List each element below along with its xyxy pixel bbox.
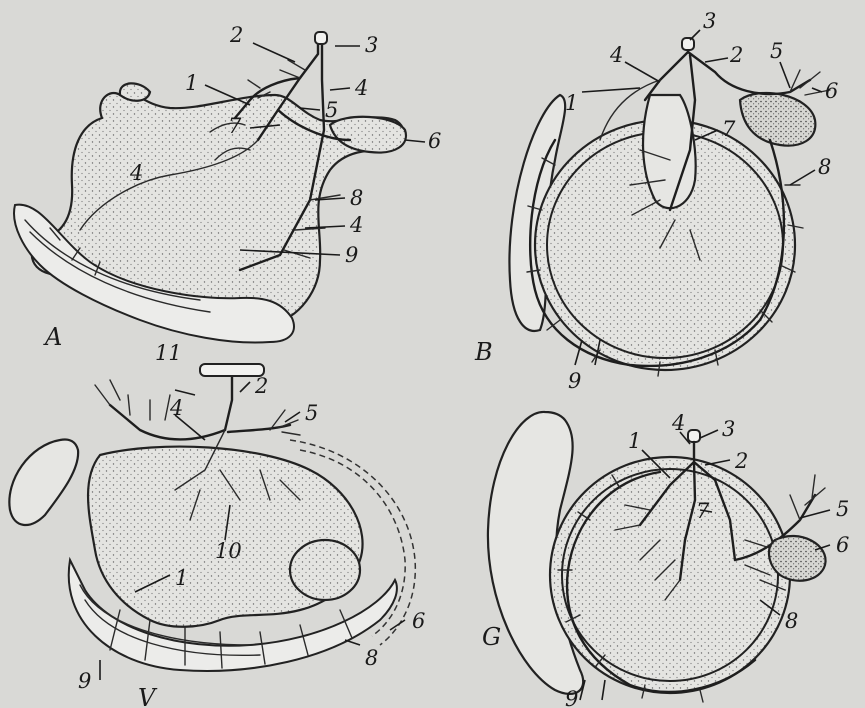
panel-v-label: V bbox=[138, 684, 158, 708]
panel-a-callout-4b: 4 bbox=[349, 213, 363, 237]
panel-b: 1 4 3 2 5 6 7 8 9 B bbox=[474, 9, 838, 393]
panel-g-callout-1: 1 bbox=[628, 429, 641, 453]
panel-a-callout-6: 6 bbox=[428, 129, 441, 153]
panel-g-callout-8: 8 bbox=[785, 609, 798, 633]
panel-v-callout-11: 11 bbox=[155, 341, 182, 365]
panel-a-callout-3: 3 bbox=[365, 33, 378, 57]
panel-v-callout-5: 5 bbox=[305, 401, 318, 425]
panel-b-callout-5: 5 bbox=[770, 39, 783, 63]
panel-a-label: A bbox=[43, 323, 62, 351]
panel-g-callout-6: 6 bbox=[836, 533, 849, 557]
panel-g-callout-5: 5 bbox=[836, 497, 849, 521]
panel-b-callout-9: 9 bbox=[568, 369, 581, 393]
panel-g-callout-3: 3 bbox=[722, 417, 735, 441]
panel-a-callout-4a: 4 bbox=[354, 76, 368, 100]
panel-v-callout-9: 9 bbox=[78, 669, 91, 693]
panel-a-callout-5: 5 bbox=[325, 98, 338, 122]
panel-b-callout-6: 6 bbox=[825, 79, 838, 103]
panel-v-callout-6: 6 bbox=[412, 609, 425, 633]
panel-b-callout-1: 1 bbox=[565, 91, 578, 115]
panel-a: 2 3 1 4 5 6 7 8 4 9 4 A bbox=[14, 23, 441, 351]
panel-g: 1 4 3 2 7 5 6 8 9 G bbox=[482, 411, 849, 708]
panel-a-callout-8: 8 bbox=[350, 186, 363, 210]
panel-a-callout-4c: 4 bbox=[129, 161, 143, 185]
panel-b-label: B bbox=[474, 338, 493, 366]
panel-a-callout-1: 1 bbox=[185, 71, 198, 95]
panel-b-callout-4: 4 bbox=[609, 43, 623, 67]
panel-b-callout-7: 7 bbox=[722, 117, 736, 141]
panel-v-callout-4: 4 bbox=[169, 396, 183, 420]
panel-v-callout-1: 1 bbox=[175, 566, 188, 590]
panel-v-callout-2: 2 bbox=[254, 374, 268, 398]
panel-a-callout-7: 7 bbox=[228, 114, 242, 138]
panel-g-callout-7: 7 bbox=[696, 499, 710, 523]
panel-b-callout-3: 3 bbox=[703, 9, 716, 33]
panel-g-callout-2: 2 bbox=[734, 449, 748, 473]
panel-v-callout-8: 8 bbox=[365, 646, 378, 670]
panel-g-label: G bbox=[482, 623, 501, 651]
panel-v-callout-10: 10 bbox=[215, 539, 242, 563]
panel-g-callout-9: 9 bbox=[565, 687, 578, 708]
panel-a-callout-2: 2 bbox=[229, 23, 243, 47]
panel-a-callout-9: 9 bbox=[345, 243, 358, 267]
panel-b-callout-8: 8 bbox=[818, 155, 831, 179]
panel-b-callout-2: 2 bbox=[729, 43, 743, 67]
panel-g-callout-4: 4 bbox=[671, 411, 685, 435]
panel-v: 11 2 4 5 10 1 6 8 9 V bbox=[9, 341, 425, 708]
